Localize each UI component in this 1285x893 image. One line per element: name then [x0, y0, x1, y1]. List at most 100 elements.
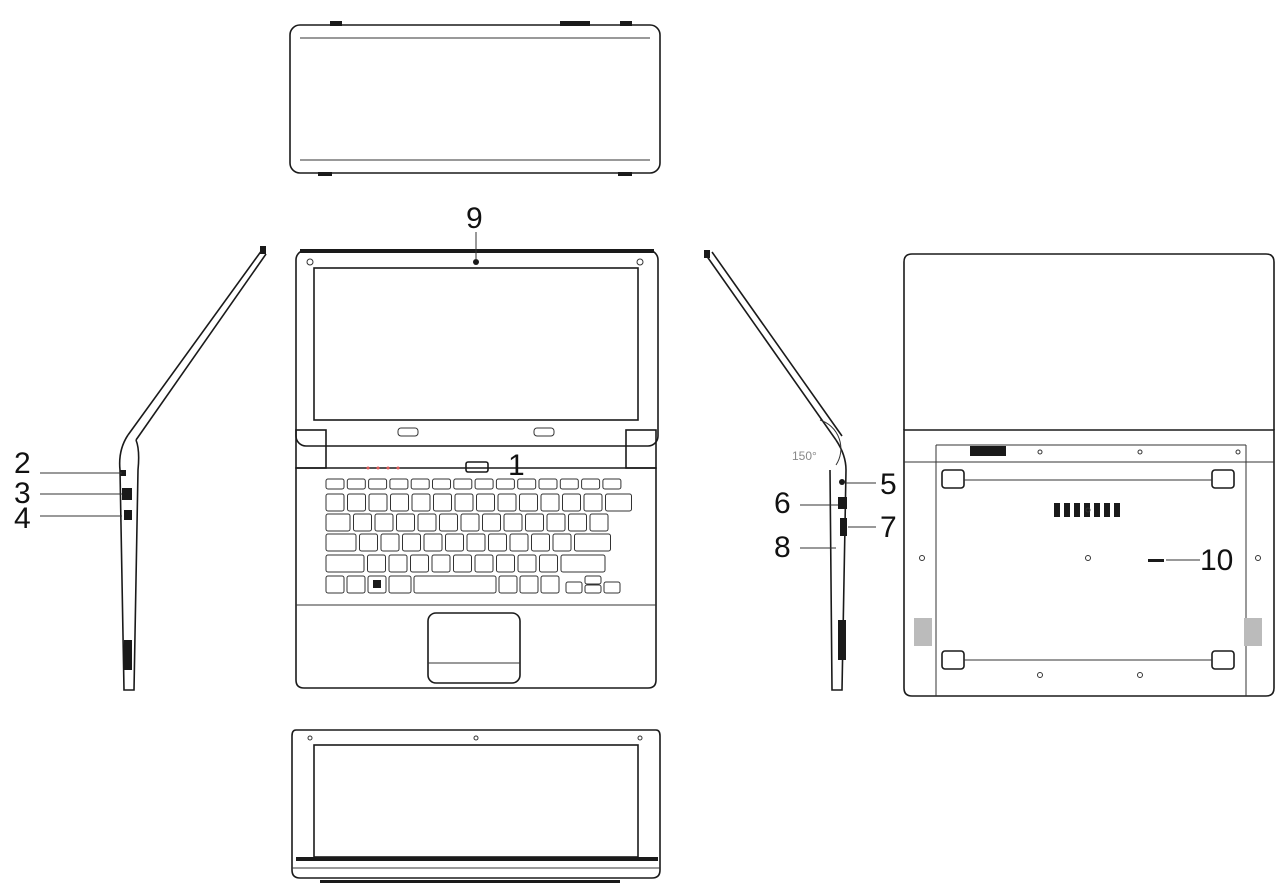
vent-slot [1104, 503, 1110, 517]
keyboard-key [359, 533, 378, 552]
keyboard-key [517, 478, 537, 490]
touchpad [427, 612, 521, 684]
keyboard-key [581, 478, 601, 490]
keyboard-key [396, 513, 415, 532]
vent-slot [1084, 503, 1090, 517]
keyboard-key [584, 584, 602, 594]
keyboard-key [546, 513, 566, 532]
top-view [289, 21, 661, 176]
keyboard-key [496, 554, 515, 573]
keyboard-key [325, 513, 351, 532]
callout-5: 5 [880, 468, 897, 501]
keyboard-key [402, 533, 421, 552]
keyboard-key [325, 478, 345, 490]
keyboard-key [517, 554, 537, 573]
keyboard-key [562, 493, 581, 512]
keyboard-key [538, 478, 558, 490]
usb-port-icon [838, 497, 847, 509]
keyboard-key [325, 575, 345, 594]
keyboard-key [540, 575, 560, 594]
keyboard-key [474, 478, 494, 490]
vent-slot [1074, 503, 1080, 517]
keyboard-key [431, 554, 451, 573]
keyboard-key [584, 575, 602, 585]
keyboard-key [453, 554, 472, 573]
callout-3: 3 [14, 477, 31, 510]
power-button-icon [465, 461, 489, 473]
keyboard-key [602, 478, 622, 490]
keyboard-key [347, 493, 366, 512]
keyboard-key [380, 533, 400, 552]
keyboard-key [583, 493, 603, 512]
keyboard-key [368, 478, 388, 490]
keyboard-key [460, 513, 480, 532]
keyboard-key [411, 493, 431, 512]
keyboard-key [439, 513, 458, 532]
keyboard-key [498, 575, 518, 594]
keyboard-key [410, 554, 429, 573]
keyboard-key [390, 493, 409, 512]
vent-slot [1054, 503, 1060, 517]
keyboard-key [476, 493, 495, 512]
callout-10: 10 [1200, 544, 1233, 577]
webcam-icon [473, 259, 479, 265]
keyboard-key [417, 513, 437, 532]
keyboard-key [568, 513, 587, 532]
hinge-angle-label: 150° [792, 449, 817, 463]
callout-8: 8 [774, 531, 791, 564]
keyboard-key [453, 478, 473, 490]
keyboard-key [413, 575, 497, 594]
keyboard-key [410, 478, 430, 490]
keyboard-key [539, 554, 558, 573]
keyboard-key [519, 493, 538, 512]
keyboard-key [432, 478, 451, 490]
keyboard-key [605, 493, 632, 512]
callout-6: 6 [774, 487, 791, 520]
audio-jack-icon [839, 479, 845, 485]
keyboard-key [509, 533, 529, 552]
hdmi-port-icon [124, 510, 132, 520]
card-reader-icon [840, 518, 847, 536]
keyboard-key [497, 493, 517, 512]
keyboard-key [388, 554, 408, 573]
keyboard-key [454, 493, 474, 512]
keyboard-key [388, 575, 412, 594]
back-view [291, 729, 661, 883]
keyboard-key [346, 478, 366, 490]
keyboard-key [525, 513, 544, 532]
keyboard-key [325, 493, 345, 512]
keyboard-key [495, 478, 515, 490]
keyboard-key [368, 493, 388, 512]
keyboard-key [367, 575, 387, 594]
keyboard-key [325, 554, 365, 573]
keyboard-key [374, 513, 394, 532]
keyboard-key [560, 554, 606, 573]
vent-grille [1054, 503, 1120, 517]
callout-2: 2 [14, 447, 31, 480]
usb-port-icon [122, 488, 132, 500]
keyboard-key [367, 554, 386, 573]
vent-slot [1114, 503, 1120, 517]
vent-slot [1064, 503, 1070, 517]
keyboard-key [474, 554, 494, 573]
keyboard-key [389, 478, 409, 490]
front-view [295, 249, 659, 689]
keyboard-key [565, 581, 583, 594]
left-side-view [118, 246, 267, 691]
keyboard-key [540, 493, 560, 512]
vent-slot [1094, 503, 1100, 517]
keyboard-key [445, 533, 464, 552]
right-side-view: 150° [704, 250, 847, 691]
keyboard-key [574, 533, 611, 552]
bottom-view [903, 253, 1275, 697]
keyboard-key [482, 513, 501, 532]
keyboard-key [488, 533, 507, 552]
callout-labels: 1 2 3 4 5 6 7 8 9 10 [14, 202, 1233, 577]
keyboard [325, 478, 632, 594]
keyboard-key [519, 575, 539, 594]
windows-key-icon [373, 580, 381, 588]
keyboard-key [325, 533, 357, 552]
keyboard-key [559, 478, 579, 490]
keyboard-key [503, 513, 523, 532]
